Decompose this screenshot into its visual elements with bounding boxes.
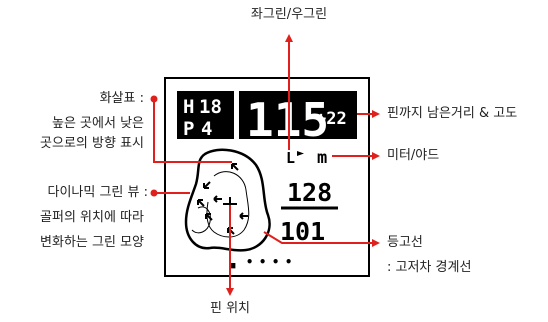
unit-flag-icon: L [286,149,295,167]
slope-arrow-icon [197,199,205,207]
arrow-legend-line [153,99,232,163]
green-outline [184,148,271,252]
arrow-desc-1: 높은 곳에서 낮은 [52,116,144,131]
callout-dot [150,189,158,197]
meter-yard-label: 미터/야드 [387,148,440,163]
pin-distance-label: 핀까지 남은거리 & 고도 [387,106,518,121]
back-distance: 101 [280,217,325,246]
slope-arrow-icon [231,163,239,171]
unit-label: m [317,148,327,168]
par-number: 4 [201,118,212,140]
green-select-label: 좌그린/우그린 [250,7,328,22]
par-label: P [183,118,194,140]
arrow-desc-2: 곳으로의 방향 표시 [40,136,144,151]
slope-arrow-icon [239,212,248,220]
page-dot: • [285,255,292,269]
page-dot: • [246,255,253,269]
pin-distance-value: 115 [246,93,329,147]
hole-par-box [177,91,234,139]
arrow-title: 화살표 : [99,91,144,106]
hole-number: 18 [199,96,222,118]
slope-arrow-icon [213,195,222,203]
flag-icon [297,151,304,156]
page-dot: • [272,255,279,269]
dynamic-view-desc-2: 변화하는 그린 모양 [40,235,144,250]
slope-arrow-icon [203,181,211,189]
dynamic-view-title: 다이나믹 그린 뷰 : [47,185,149,200]
contour-title: 등고선 [387,235,423,250]
pin-position-label: 핀 위치 [209,301,251,316]
contour-line-small [191,206,211,234]
contour-desc: : 고저차 경계선 [387,260,472,275]
dynamic-view-desc-1: 골퍼의 위치에 따라 [40,210,144,225]
distance-box [239,91,357,139]
callout-dot [150,95,158,103]
front-distance: 128 [287,178,332,207]
elevation-value: +22 [316,109,347,129]
contour-arrow [263,231,380,247]
page-dot-active: ■ [230,261,236,271]
page-dot: • [259,255,266,269]
slope-arrow-icon [205,213,213,221]
hole-label: H [183,96,194,118]
